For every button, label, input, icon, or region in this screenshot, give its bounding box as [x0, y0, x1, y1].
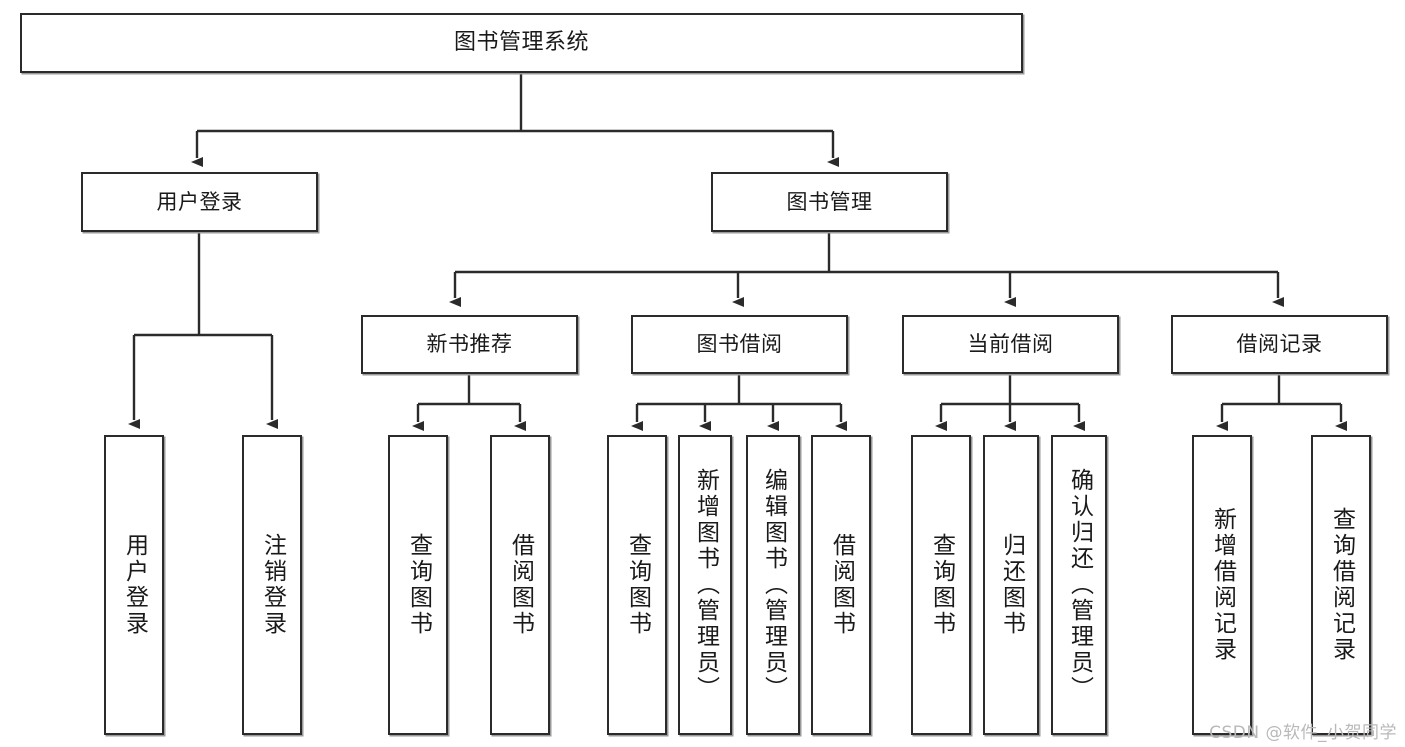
- csdn-watermark: CSDN @软件_小贺同学: [1209, 723, 1397, 743]
- leaf-book-borrow-add[interactable]: 新增图书（管理员）: [678, 435, 732, 735]
- node-borrow-record-label: 借阅记录: [1236, 332, 1323, 357]
- leaf-borrow-record-query-label: 查询借阅记录: [1328, 507, 1355, 663]
- node-book-borrow[interactable]: 图书借阅: [631, 315, 848, 374]
- leaf-book-borrow-lend[interactable]: 借阅图书: [811, 435, 871, 735]
- node-borrow-record[interactable]: 借阅记录: [1171, 315, 1388, 374]
- node-new-book-recommend-label: 新书推荐: [426, 332, 513, 357]
- node-book-borrow-label: 图书借阅: [696, 332, 783, 357]
- leaf-new-book-query-label: 查询图书: [405, 533, 432, 637]
- leaf-book-borrow-query-label: 查询图书: [624, 533, 651, 637]
- leaf-current-borrow-confirm[interactable]: 确认归还（管理员）: [1051, 435, 1107, 735]
- node-user-login-label: 用户登录: [156, 189, 243, 214]
- node-root-label: 图书管理系统: [453, 30, 589, 56]
- leaf-current-borrow-return-label: 归还图书: [998, 533, 1025, 637]
- node-root[interactable]: 图书管理系统: [20, 13, 1023, 73]
- leaf-user-login-signin-label: 用户登录: [121, 533, 148, 637]
- node-new-book-recommend[interactable]: 新书推荐: [361, 315, 578, 374]
- leaf-borrow-record-add-label: 新增借阅记录: [1209, 507, 1236, 663]
- leaf-new-book-borrow[interactable]: 借阅图书: [490, 435, 550, 735]
- node-book-management[interactable]: 图书管理: [711, 172, 948, 232]
- leaf-new-book-borrow-label: 借阅图书: [507, 533, 534, 637]
- node-book-management-label: 图书管理: [786, 189, 873, 214]
- leaf-new-book-query[interactable]: 查询图书: [388, 435, 448, 735]
- leaf-current-borrow-query[interactable]: 查询图书: [911, 435, 971, 735]
- leaf-current-borrow-query-label: 查询图书: [928, 533, 955, 637]
- leaf-borrow-record-add[interactable]: 新增借阅记录: [1192, 435, 1252, 735]
- node-current-borrow[interactable]: 当前借阅: [902, 315, 1119, 374]
- node-user-login[interactable]: 用户登录: [81, 172, 318, 232]
- leaf-user-login-signout-label: 注销登录: [259, 533, 286, 637]
- leaf-book-borrow-edit[interactable]: 编辑图书（管理员）: [746, 435, 800, 735]
- leaf-book-borrow-lend-label: 借阅图书: [828, 533, 855, 637]
- leaf-current-borrow-confirm-label: 确认归还（管理员）: [1066, 468, 1093, 702]
- leaf-borrow-record-query[interactable]: 查询借阅记录: [1311, 435, 1371, 735]
- leaf-user-login-signout[interactable]: 注销登录: [242, 435, 302, 735]
- leaf-user-login-signin[interactable]: 用户登录: [104, 435, 164, 735]
- leaf-book-borrow-query[interactable]: 查询图书: [607, 435, 667, 735]
- node-current-borrow-label: 当前借阅: [967, 332, 1054, 357]
- leaf-book-borrow-edit-label: 编辑图书（管理员）: [760, 468, 787, 702]
- leaf-current-borrow-return[interactable]: 归还图书: [983, 435, 1039, 735]
- leaf-book-borrow-add-label: 新增图书（管理员）: [692, 468, 719, 702]
